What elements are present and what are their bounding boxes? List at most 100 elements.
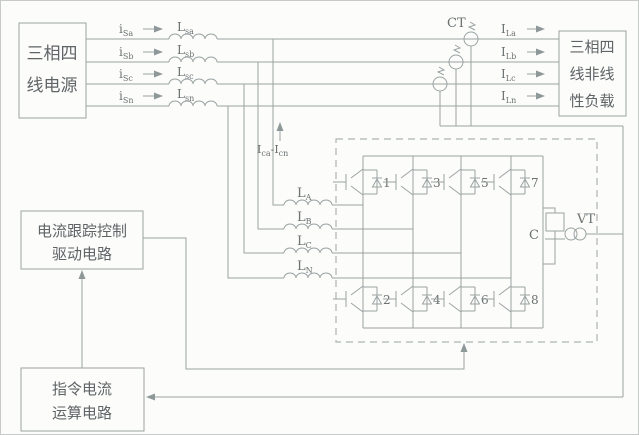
drive-box-label-line1: 电流跟踪控制	[37, 223, 127, 240]
right-arrow-icon	[536, 92, 545, 100]
inverter-dashed-box	[335, 138, 598, 343]
up-arrow-icon	[78, 270, 86, 279]
vt-sensor-icon	[564, 227, 578, 241]
drive-to-inverter-wire	[143, 237, 465, 370]
load-current-n-label: ILn	[501, 89, 516, 105]
inverter-bridge: 1 3 5 7 2 4 6	[333, 155, 544, 329]
capacitor-label: C	[529, 228, 539, 243]
diode-icon	[421, 294, 433, 305]
vt-label: VT	[576, 212, 595, 227]
load-box-label-line3: 性负载	[569, 93, 614, 110]
dc-link-group: C VT	[529, 207, 623, 265]
diode-icon	[421, 177, 433, 188]
source-box-outline	[18, 22, 87, 119]
bridge-leg-wires	[362, 156, 512, 328]
igbt-symbol	[383, 168, 432, 196]
diode-icon	[371, 294, 383, 305]
load-box-label-line2: 线非线	[569, 66, 614, 83]
igbt-symbol	[481, 285, 530, 313]
igbt-5: 5	[431, 168, 489, 196]
source-box: 三相四 线电源	[18, 22, 87, 119]
igbt-number: 1	[383, 176, 391, 190]
igbt-number: 4	[433, 293, 441, 307]
load-current-b-label: ILb	[501, 45, 516, 61]
ct-label: CT	[447, 16, 466, 31]
source-inductor-c-label: Lsc	[177, 65, 194, 81]
diode-icon	[469, 177, 481, 188]
source-inductor-n-coil	[168, 100, 218, 107]
source-inductor-b-label: Lsb	[177, 43, 194, 59]
ct-c-winding-icon	[436, 66, 446, 76]
diode-icon	[469, 294, 481, 305]
right-arrow-icon	[536, 48, 545, 56]
filter-inductor-c-label: LC	[297, 234, 312, 250]
igbt-4: 4	[383, 285, 441, 313]
command-box-label-line2: 运算电路	[52, 404, 112, 422]
drive-circuit-box: 电流跟踪控制 驱动电路	[20, 210, 144, 270]
diode-icon	[519, 177, 531, 188]
tap-a-wire	[272, 39, 363, 206]
igbt-symbol	[431, 285, 480, 313]
phase-c-line: iSc Lsc ILc LC	[86, 65, 559, 254]
phase-b-line: iSb Lsb ILb LB	[86, 43, 559, 230]
igbt-symbol	[333, 168, 382, 196]
source-current-n-label: iSn	[119, 89, 133, 105]
source-current-b-label: iSb	[119, 45, 133, 61]
command-current-box: 指令电流 运算电路	[20, 367, 145, 432]
igbt-1: 1	[333, 168, 391, 196]
ct-b-winding-icon	[452, 44, 462, 54]
source-box-label-line1: 三相四	[27, 44, 78, 63]
igbt-number: 3	[433, 176, 441, 190]
igbt-number: 8	[531, 293, 539, 307]
tap-b-wire	[257, 62, 413, 230]
right-arrow-icon	[154, 25, 163, 33]
drive-box-outline	[20, 210, 144, 270]
source-inductor-n-label: Lsn	[177, 87, 194, 103]
igbt-symbol	[481, 168, 530, 196]
filter-inductor-b-coil	[283, 223, 333, 230]
igbt-number: 5	[481, 176, 489, 190]
filter-inductor-a-coil	[283, 199, 333, 206]
tap-n-wire	[227, 106, 511, 279]
phase-a-line: iSa Lsa ILa LA	[86, 20, 559, 206]
igbt-2: 2	[333, 285, 391, 313]
right-arrow-icon	[154, 92, 163, 100]
vt-sensor-icon	[573, 227, 587, 241]
up-arrow-icon	[460, 343, 468, 352]
igbt-number: 7	[531, 176, 539, 190]
filter-inductor-c-coil	[283, 247, 333, 254]
load-box: 三相四 线非线 性负载	[558, 30, 627, 117]
diode-icon	[519, 294, 531, 305]
capacitor-branch-wire	[543, 207, 556, 265]
source-current-a-label: iSa	[119, 22, 133, 38]
neutral-line: iSn Lsn ILn LN	[86, 87, 559, 279]
current-transformers: CT	[432, 16, 623, 127]
source-inductor-c-coil	[168, 78, 218, 85]
capacitor-icon	[545, 212, 565, 232]
up-arrow-icon	[276, 122, 284, 131]
tap-c-wire	[243, 84, 461, 254]
igbt-3: 3	[383, 168, 441, 196]
load-current-a-label: ILa	[501, 22, 516, 38]
ct-secondary-wires	[439, 46, 472, 126]
command-box-label-line1: 指令电流	[52, 381, 112, 398]
right-arrow-icon	[154, 70, 163, 78]
load-current-c-label: ILc	[501, 67, 516, 83]
igbt-symbol	[333, 285, 382, 313]
right-arrow-icon	[154, 48, 163, 56]
compensation-current-label: Ica-Icn	[257, 143, 288, 158]
ct-a-winding-icon	[467, 21, 477, 31]
source-inductor-a-coil	[168, 33, 218, 40]
left-arrow-icon	[146, 393, 155, 401]
igbt-number: 2	[383, 293, 391, 307]
control-wiring	[78, 126, 624, 401]
igbt-7: 7	[481, 168, 539, 196]
igbt-number: 6	[481, 293, 489, 307]
filter-inductor-a-label: LA	[297, 186, 312, 202]
drive-box-label-line2: 驱动电路	[52, 246, 112, 263]
load-box-label-line1: 三相四	[569, 39, 614, 56]
compensation-current-annotation: Ica-Icn	[257, 122, 288, 158]
igbt-6: 6	[431, 285, 489, 313]
